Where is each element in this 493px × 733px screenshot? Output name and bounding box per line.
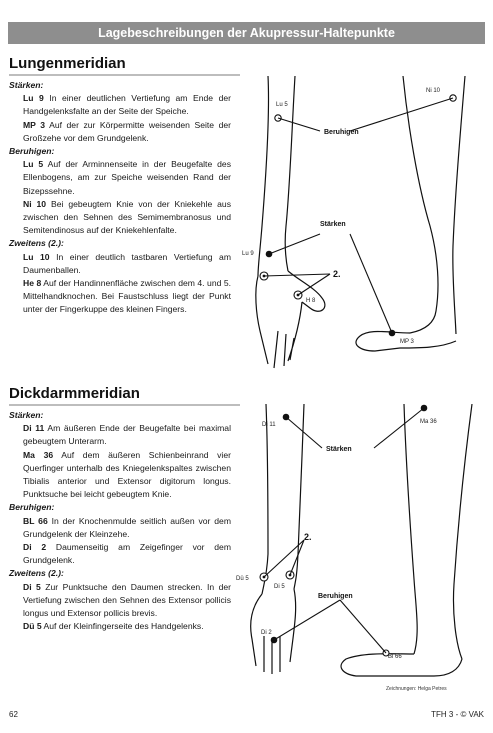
label-di2: Di 2	[261, 630, 272, 636]
section-rule	[9, 404, 240, 406]
point-code: Di 2	[23, 542, 47, 553]
section-body-dickdarmmeridian: Stärken: Di 11 Am äußeren Ende der Beugef…	[9, 409, 231, 633]
arm-outline	[257, 76, 270, 277]
point-code: Di 5	[23, 581, 41, 592]
point-code: Lu 10	[23, 251, 50, 262]
foot-outline	[355, 330, 457, 352]
section-body-lungenmeridian: Stärken: Lu 9 In einer deutlichen Vertief…	[9, 79, 231, 317]
group-heading: Stärken:	[9, 80, 44, 90]
point-text: Auf dem äußeren Schienbeinrand vier Quer…	[23, 449, 231, 500]
arm-outline	[293, 404, 305, 590]
label-two: 2.	[333, 269, 341, 279]
label-lu9: Lu 9	[242, 251, 254, 257]
leader-line	[263, 539, 305, 578]
leader-line	[277, 117, 321, 132]
point-code: Lu 5	[23, 159, 44, 170]
foot-outline	[340, 653, 463, 677]
point-description: Ma 36 Auf dem äußeren Schienbeinrand vie…	[9, 449, 231, 502]
point-description: Dü 5 Auf der Kleinfingerseite des Handge…	[9, 620, 231, 633]
point-text: In einer deutlichen Vertiefung am Ende d…	[23, 93, 231, 117]
leader-line	[297, 273, 331, 296]
label-h8: H 8	[306, 298, 316, 304]
footer-publisher: TFH 3 - © VAK	[431, 710, 484, 719]
point-text: Am äußeren Ende der Beugefalte bei maxim…	[23, 423, 231, 447]
point-description: Di 5 Zur Punktsuche den Daumen strecken.…	[9, 581, 231, 621]
point-text: Bei gebeugtem Knie von der Kniekehle aus…	[23, 198, 231, 236]
label-ni10: Ni 10	[426, 88, 441, 94]
point-description: Lu 9 In einer deutlichen Vertiefung am E…	[9, 92, 231, 118]
group-heading: Zweitens (2.):	[9, 238, 64, 249]
point-code: He 8	[23, 278, 42, 289]
point-text: Auf der zur Körpermitte weisenden Seite …	[23, 119, 232, 143]
leg-outline	[452, 404, 473, 660]
leader-line	[339, 599, 387, 654]
point-description: He 8 Auf der Handinnenfläche zwischen de…	[9, 277, 231, 317]
leg-outline	[402, 76, 439, 334]
lungenmeridian-illustration: Lu 5 Ni 10 Beruhigen Stärken Lu 9 2. H 8…	[242, 76, 466, 369]
label-di5: Di 5	[274, 584, 285, 590]
label-two: 2.	[304, 532, 312, 542]
group-heading: Zweitens (2.):	[9, 568, 64, 579]
point-description: Lu 10 In einer deutlich tastbaren Vertie…	[9, 251, 231, 277]
leg-outline	[452, 76, 466, 335]
point-text: In einer deutlich tastbaren Vertiefung a…	[23, 251, 231, 275]
point-code: Ni 10	[23, 198, 47, 209]
group-heading: Stärken:	[9, 410, 44, 420]
page-banner: Lagebeschreibungen der Akupressur-Haltep…	[8, 22, 485, 44]
leader-line	[285, 416, 323, 449]
point-code: MP 3	[23, 119, 46, 130]
label-du5: Dü 5	[236, 576, 249, 582]
hand-outline	[250, 593, 281, 674]
label-beruhigen: Beruhigen	[324, 129, 359, 136]
leader-line	[273, 599, 341, 641]
leader-line	[349, 233, 393, 334]
point-code: Di 11	[23, 423, 45, 434]
point-description: BL 66 In der Knochenmulde seitlich außen…	[9, 515, 231, 541]
point-code: BL 66	[23, 515, 48, 526]
label-ma36: Ma 36	[420, 419, 437, 425]
arm-outline	[261, 404, 269, 595]
section-title-lungenmeridian: Lungenmeridian	[9, 55, 126, 72]
point-text: Auf der Kleinfingerseite des Handgelenks…	[41, 621, 204, 632]
label-bl66: Bl 66	[388, 654, 402, 660]
label-mp3: MP 3	[400, 339, 415, 345]
point-code: Dü 5	[23, 621, 42, 632]
leader-line	[349, 97, 454, 132]
section-rule	[9, 74, 240, 76]
label-di11: Di 11	[262, 422, 276, 428]
point-description: MP 3 Auf der zur Körpermitte weisenden S…	[9, 119, 231, 145]
point-text: Auf der Arminnenseite in der Beugefalte …	[23, 159, 231, 196]
point-code: Ma 36	[23, 449, 54, 460]
point-text: Zur Punktsuche den Daumen strecken. In d…	[23, 581, 231, 619]
label-staerken: Stärken	[326, 446, 352, 453]
page-number: 62	[9, 710, 18, 719]
leg-outline	[403, 404, 418, 655]
section-title-dickdarmmeridian: Dickdarmmeridian	[9, 385, 140, 402]
leader-line	[268, 233, 321, 255]
thumb-outline	[287, 270, 326, 312]
arm-outline	[284, 76, 296, 272]
label-beruhigen: Beruhigen	[318, 593, 353, 600]
leader-line	[373, 407, 425, 449]
point-description: Di 2 Daumenseitig am Zeigefinger vor dem…	[9, 541, 231, 567]
point-text: In der Knochenmulde seitlich außen vor d…	[23, 515, 231, 539]
label-lu5: Lu 5	[276, 102, 288, 108]
point-description: Di 11 Am äußeren Ende der Beugefalte bei…	[9, 422, 231, 448]
group-heading: Beruhigen:	[9, 502, 55, 513]
leader-line	[289, 539, 305, 576]
hand-outline	[289, 588, 297, 663]
point-code: Lu 9	[23, 93, 44, 104]
illustration-credit: Zeichnungen: Helga Petres	[386, 686, 447, 692]
point-text: Auf der Handinnenfläche zwischen dem 4. …	[23, 278, 232, 315]
group-heading: Beruhigen:	[9, 146, 55, 157]
point-description: Ni 10 Bei gebeugtem Knie von der Kniekeh…	[9, 198, 231, 238]
finger-outline	[283, 301, 303, 367]
point-description: Lu 5 Auf der Arminnenseite in der Beugef…	[9, 158, 231, 198]
leader-line	[263, 273, 331, 277]
hand-outline	[255, 275, 279, 369]
point-lu10-center	[262, 274, 266, 278]
point-text: Daumenseitig am Zeigefinger vor dem Grun…	[23, 542, 231, 566]
dickdarmmeridian-illustration: Di 11 Ma 36 Stärken 2. Dü 5 Di 5 Beruhig…	[236, 404, 473, 692]
label-staerken: Stärken	[320, 221, 346, 228]
